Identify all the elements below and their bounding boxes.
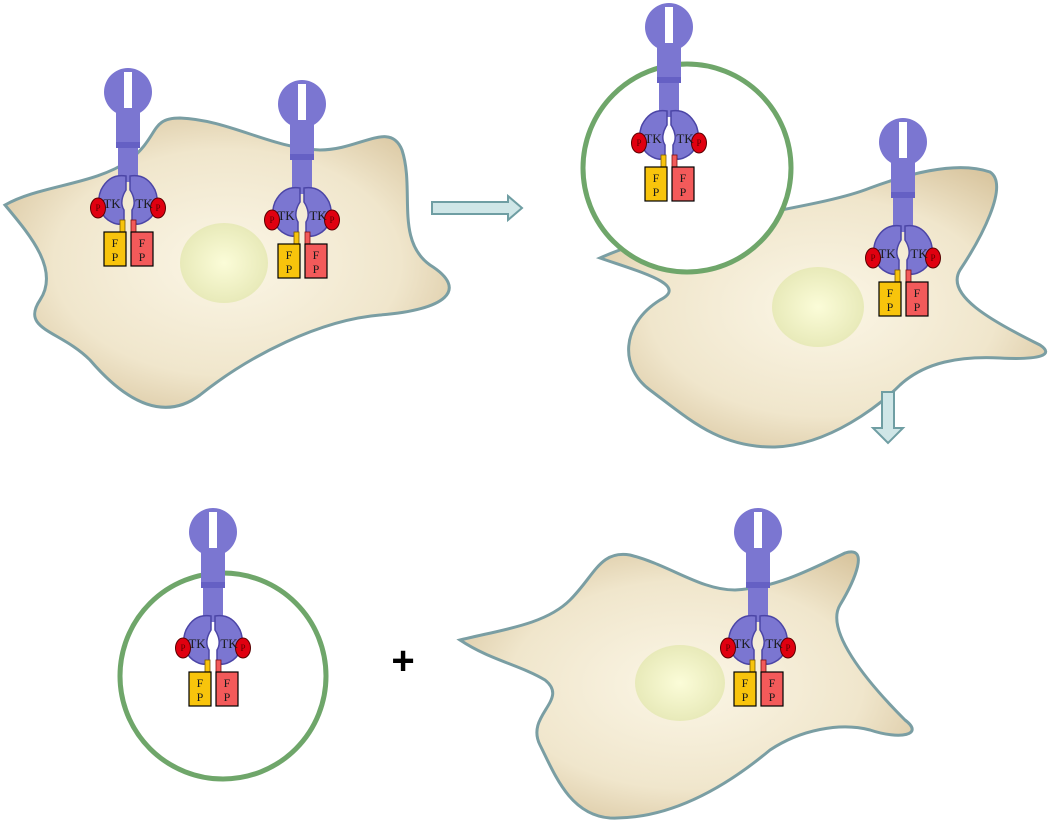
receptor-complex-1b: TK TK P P F P F P bbox=[263, 79, 341, 279]
fp-label: P bbox=[224, 690, 231, 704]
phospho-label: P bbox=[155, 203, 160, 213]
tk-label: TK bbox=[309, 208, 327, 223]
plus-sign: + bbox=[391, 639, 414, 683]
fp-label: F bbox=[313, 248, 320, 262]
fp-label: P bbox=[286, 262, 293, 276]
phospho-label: P bbox=[870, 253, 875, 263]
phospho-label: P bbox=[636, 138, 641, 148]
tk-label: TK bbox=[765, 636, 783, 651]
fp-label: P bbox=[653, 185, 660, 199]
tk-label: TK bbox=[878, 246, 896, 261]
receptor-complex-2a: TK TK P P F P F P bbox=[630, 2, 708, 202]
tk-label: TK bbox=[220, 636, 238, 651]
fp-label: P bbox=[742, 690, 749, 704]
phospho-label: P bbox=[725, 643, 730, 653]
phospho-label: P bbox=[785, 643, 790, 653]
tk-label: TK bbox=[188, 636, 206, 651]
phospho-label: P bbox=[329, 215, 334, 225]
down-arrow-icon bbox=[870, 391, 906, 445]
fp-label: F bbox=[887, 286, 894, 300]
tk-label: TK bbox=[103, 196, 121, 211]
fp-label: P bbox=[680, 185, 687, 199]
receptor-complex-3: TK TK P P F P F P bbox=[174, 507, 252, 707]
fp-label: P bbox=[887, 300, 894, 314]
tk-label: TK bbox=[910, 246, 928, 261]
fp-label: P bbox=[313, 262, 320, 276]
fp-label: F bbox=[224, 676, 231, 690]
fp-label: F bbox=[680, 171, 687, 185]
receptor-complex-1a: TK TK P P F P F P bbox=[89, 67, 167, 267]
nucleus-1 bbox=[180, 223, 268, 303]
fp-label: F bbox=[769, 676, 776, 690]
phospho-label: P bbox=[269, 215, 274, 225]
fp-label: P bbox=[914, 300, 921, 314]
tk-label: TK bbox=[733, 636, 751, 651]
phospho-label: P bbox=[696, 138, 701, 148]
nucleus-4 bbox=[635, 645, 725, 721]
tk-label: TK bbox=[135, 196, 153, 211]
phospho-label: P bbox=[95, 203, 100, 213]
nucleus-2 bbox=[772, 267, 864, 347]
fp-label: F bbox=[742, 676, 749, 690]
phospho-label: P bbox=[930, 253, 935, 263]
fp-label: F bbox=[653, 171, 660, 185]
tk-label: TK bbox=[644, 131, 662, 146]
fp-label: F bbox=[112, 236, 119, 250]
phospho-label: P bbox=[240, 643, 245, 653]
fp-label: F bbox=[197, 676, 204, 690]
fp-label: P bbox=[769, 690, 776, 704]
right-arrow-icon bbox=[431, 193, 524, 223]
fp-label: F bbox=[914, 286, 921, 300]
fp-label: P bbox=[112, 250, 119, 264]
fp-label: P bbox=[139, 250, 146, 264]
tk-label: TK bbox=[277, 208, 295, 223]
fp-label: F bbox=[139, 236, 146, 250]
receptor-complex-2b: TK TK P P F P F P bbox=[864, 117, 942, 317]
tk-label: TK bbox=[676, 131, 694, 146]
fp-label: F bbox=[286, 248, 293, 262]
receptor-complex-4: TK TK P P F P F P bbox=[719, 507, 797, 707]
phospho-label: P bbox=[180, 643, 185, 653]
fp-label: P bbox=[197, 690, 204, 704]
